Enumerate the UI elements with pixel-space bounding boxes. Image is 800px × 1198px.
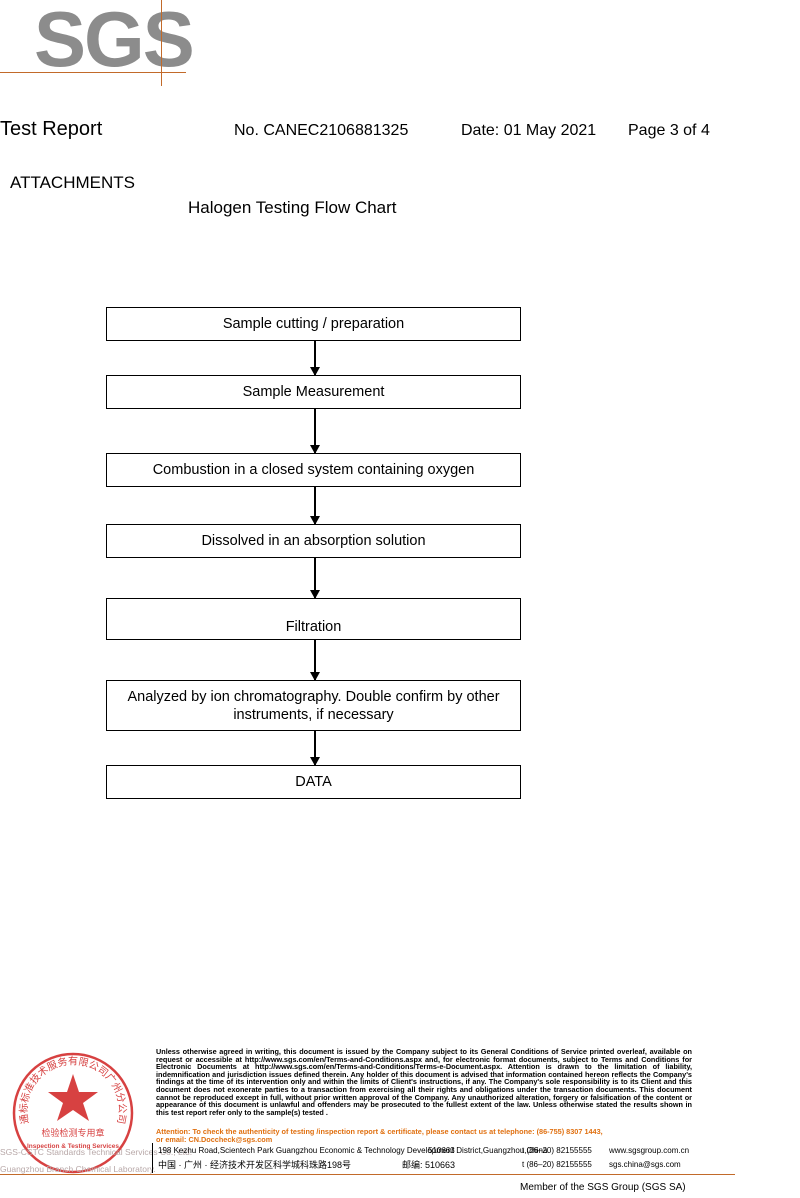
- flow-arrow: [310, 487, 320, 525]
- lab-name: SGS-CSTC Standards Technical Services Co…: [0, 1144, 192, 1178]
- address-chinese: 中国 · 广州 · 经济技术开发区科学城科珠路198号: [158, 1160, 352, 1170]
- flow-step-5: Filtration: [106, 598, 521, 640]
- sgs-logo-text: SGS: [34, 0, 195, 83]
- report-date: Date: 01 May 2021: [461, 122, 597, 139]
- stamp-english-text: Inspection & Testing Services: [27, 1143, 119, 1150]
- report-number: No. CANEC2106881325: [234, 122, 409, 139]
- company-seal-stamp: 通标标准技术服务有限公司广州分公司 检验检测专用章 Inspection & T…: [12, 1052, 134, 1174]
- page-number: Page 3 of 4: [628, 122, 710, 139]
- section-heading: ATTACHMENTS: [10, 173, 135, 192]
- lab-name-line-1: SGS-CSTC Standards Technical Services Co…: [0, 1147, 193, 1157]
- flow-arrow: [310, 640, 320, 681]
- legal-disclaimer: Unless otherwise agreed in writing, this…: [156, 1047, 692, 1117]
- telephone-2: t (86–20) 82155555: [522, 1160, 592, 1169]
- stamp-center-text: 检验检测专用章: [41, 1127, 104, 1138]
- flowchart-title: Halogen Testing Flow Chart: [188, 198, 397, 217]
- flow-step-3: Combustion in a closed system containing…: [106, 453, 521, 487]
- footer-separator: [152, 1143, 153, 1173]
- sgs-logo: SGS: [0, 0, 195, 90]
- member-statement: Member of the SGS Group (SGS SA): [520, 1182, 686, 1193]
- flow-arrow: [310, 731, 320, 766]
- flow-step-4: Dissolved in an absorption solution: [106, 524, 521, 558]
- flow-step-6-label: Analyzed by ion chromatography. Double c…: [127, 688, 500, 723]
- authenticity-notice: Attention: To check the authenticity of …: [156, 1128, 696, 1143]
- telephone-1: t (86–20) 82155555: [522, 1146, 592, 1155]
- logo-horizontal-rule: [0, 72, 186, 73]
- flow-arrow: [310, 409, 320, 454]
- flow-arrow: [310, 341, 320, 376]
- authenticity-notice-line-1: Attention: To check the authenticity of …: [156, 1127, 603, 1136]
- flow-step-1: Sample cutting / preparation: [106, 307, 521, 341]
- address-english: 198 Kezhu Road,Scientech Park Guangzhou …: [158, 1146, 548, 1155]
- email-link[interactable]: sgs.china@sgs.com: [609, 1160, 681, 1169]
- flow-arrow: [310, 558, 320, 599]
- flow-step-6: Analyzed by ion chromatography. Double c…: [106, 680, 521, 731]
- lab-name-line-2: Guangzhou Branch Chemical Laboratory.: [0, 1164, 156, 1174]
- report-title: Test Report: [0, 118, 103, 140]
- logo-vertical-rule: [161, 0, 162, 86]
- website-link[interactable]: www.sgsgroup.com.cn: [609, 1146, 690, 1155]
- zip-code-chinese: 邮编: 510663: [402, 1160, 456, 1170]
- zip-code-english: 510663: [428, 1146, 455, 1155]
- footer-rule: [0, 1174, 735, 1175]
- flow-step-2: Sample Measurement: [106, 375, 521, 409]
- authenticity-notice-email[interactable]: or email: CN.Doccheck@sgs.com: [156, 1134, 273, 1144]
- flow-step-7: DATA: [106, 765, 521, 799]
